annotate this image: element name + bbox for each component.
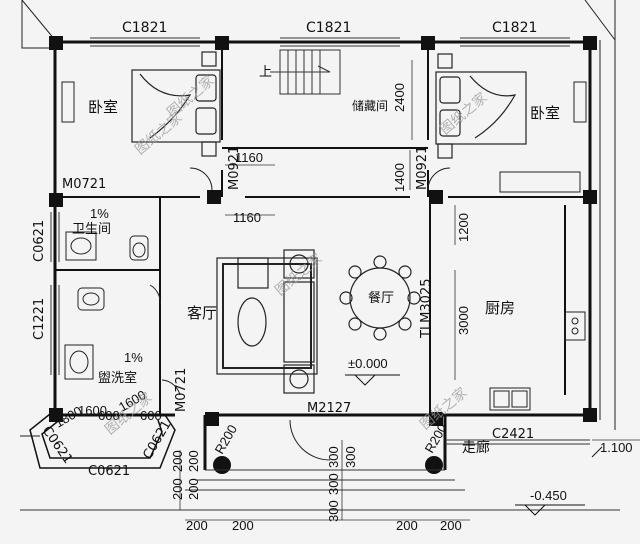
- watermark: 图纸之家: [437, 89, 491, 138]
- stair-up-label: 上: [259, 65, 272, 80]
- slope-washroom: 1%: [124, 350, 143, 365]
- dim-300-c: 300: [326, 500, 341, 522]
- room-kitchen: 厨房: [485, 299, 515, 317]
- door-swings: [149, 167, 451, 461]
- dining-table: [339, 255, 421, 341]
- window-label-top-mid: C1821: [306, 20, 351, 36]
- bed-right: [435, 53, 527, 159]
- porch-steps: [20, 469, 620, 511]
- room-bedroom-left: 卧室: [88, 98, 118, 116]
- window-label-top-left: C1821: [122, 20, 167, 36]
- dim-300-a: 300: [326, 446, 341, 468]
- living-furniture: [216, 249, 318, 394]
- bay-dim-b: 1600: [78, 403, 107, 418]
- slope-bathroom: 1%: [90, 206, 109, 221]
- window-label-bay-bottom: C0621: [88, 464, 130, 479]
- room-washroom: 盥洗室: [98, 370, 137, 386]
- roof-eave-lines: [20, 0, 616, 437]
- dim-200-e: 200: [186, 518, 208, 533]
- level-floor: ±0.000: [348, 356, 388, 371]
- dim-200-g: 200: [396, 518, 418, 533]
- window-label-kitchen-bottom: C2421: [492, 427, 534, 442]
- dim-200-b: 200: [170, 478, 185, 500]
- dim-3000: 3000: [456, 306, 471, 335]
- dim-200-a: 200: [170, 450, 185, 472]
- room-corridor: 走廊: [462, 439, 490, 456]
- dim-200-h: 200: [440, 518, 462, 533]
- stairs: [270, 49, 341, 95]
- door-label-d3: M0921: [415, 146, 430, 190]
- level-ext: 1.100: [600, 440, 633, 455]
- dim-1160-a: 1160: [235, 150, 263, 165]
- kitchen-fixtures: [489, 311, 586, 411]
- dim-200-d: 200: [186, 478, 201, 500]
- room-bedroom-right: 卧室: [530, 104, 560, 122]
- window-label-top-right: C1821: [492, 20, 537, 36]
- dim-1400: 1400: [392, 163, 407, 192]
- radius-200-a: R200: [212, 422, 241, 456]
- door-label-d1: M0721: [62, 177, 106, 192]
- bay-dim-e: 600: [140, 408, 162, 423]
- dim-300-d: 300: [343, 446, 358, 468]
- watermark: 图纸之家: [164, 72, 218, 121]
- window-label-kitchen-v: TLM3025: [419, 279, 434, 339]
- window-label-bay-left: C0621: [39, 424, 75, 467]
- room-living: 客厅: [187, 304, 217, 322]
- dim-2400: 2400: [392, 83, 407, 112]
- bay-dim-c: 600: [98, 408, 120, 423]
- inner-walls: [55, 42, 590, 415]
- room-bathroom: 卫生间: [72, 222, 111, 237]
- wardrobes: [61, 81, 587, 193]
- window-label-left-lower: C1221: [32, 298, 47, 340]
- door-label-d4: M0721: [174, 368, 189, 412]
- room-dining: 餐厅: [368, 290, 394, 306]
- bay-window: [29, 409, 176, 469]
- door-label-d5: M2127: [307, 401, 351, 416]
- level-outside: -0.450: [530, 488, 567, 503]
- room-storage: 储藏间: [352, 98, 388, 113]
- dim-200-c: 200: [186, 450, 201, 472]
- level-symbols: [345, 374, 603, 516]
- dim-1160-b: 1160: [233, 210, 261, 225]
- dim-200-f: 200: [232, 518, 254, 533]
- bathroom-fixtures: [64, 231, 149, 380]
- window-marks: [50, 37, 590, 445]
- dimension-lines: [179, 60, 640, 521]
- bed-left: [131, 51, 221, 157]
- dim-300-b: 300: [326, 473, 341, 495]
- window-label-left-upper: C0621: [32, 220, 47, 262]
- dim-1200: 1200: [456, 213, 471, 242]
- door-label-d2: M0921: [227, 146, 242, 190]
